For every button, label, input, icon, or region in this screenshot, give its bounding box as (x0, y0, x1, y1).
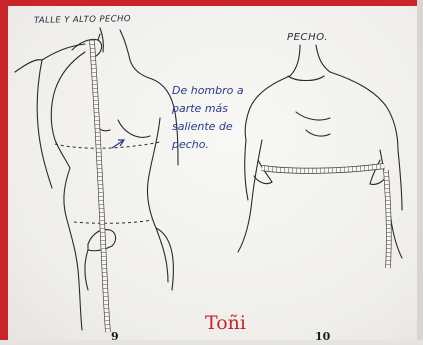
right-left-shoulder (245, 76, 290, 140)
right-left-arm (245, 140, 248, 200)
right-figure (238, 45, 402, 258)
left-top-hand (72, 39, 102, 56)
left-hand-wrist (15, 60, 42, 72)
right-neck-left (290, 45, 300, 76)
left-neck-line (120, 30, 152, 79)
figure-left-caption: TALLE Y ALTO PECHO (34, 14, 131, 26)
left-bust-dashed-line (55, 142, 160, 148)
right-right-arm (398, 150, 402, 210)
right-neck-right (316, 45, 330, 72)
right-collar (288, 76, 324, 81)
left-back-contour (51, 52, 85, 168)
note-line-4: pecho. (172, 136, 244, 154)
note-line-1: De hombro a (172, 82, 244, 100)
measurement-note: De hombro a parte más saliente de pecho. (172, 82, 244, 154)
note-line-2: parte más (172, 100, 244, 118)
figure-number-9: 9 (111, 330, 119, 343)
right-right-shoulder (330, 72, 398, 150)
signature-text: Toñi (205, 312, 246, 334)
note-line-3: saliente de (172, 118, 244, 136)
left-arm-hang (37, 60, 52, 188)
left-side-contour (64, 168, 82, 330)
left-upper-arm (42, 44, 85, 60)
left-waist-dashed-line (74, 220, 152, 223)
left-vertical-tape (92, 40, 108, 332)
left-bust-curve (118, 120, 150, 137)
figure-number-10: 10 (315, 330, 330, 343)
right-chest-curve (296, 112, 330, 120)
figure-right-caption: PECHO. (287, 32, 328, 43)
right-left-side (238, 140, 262, 252)
